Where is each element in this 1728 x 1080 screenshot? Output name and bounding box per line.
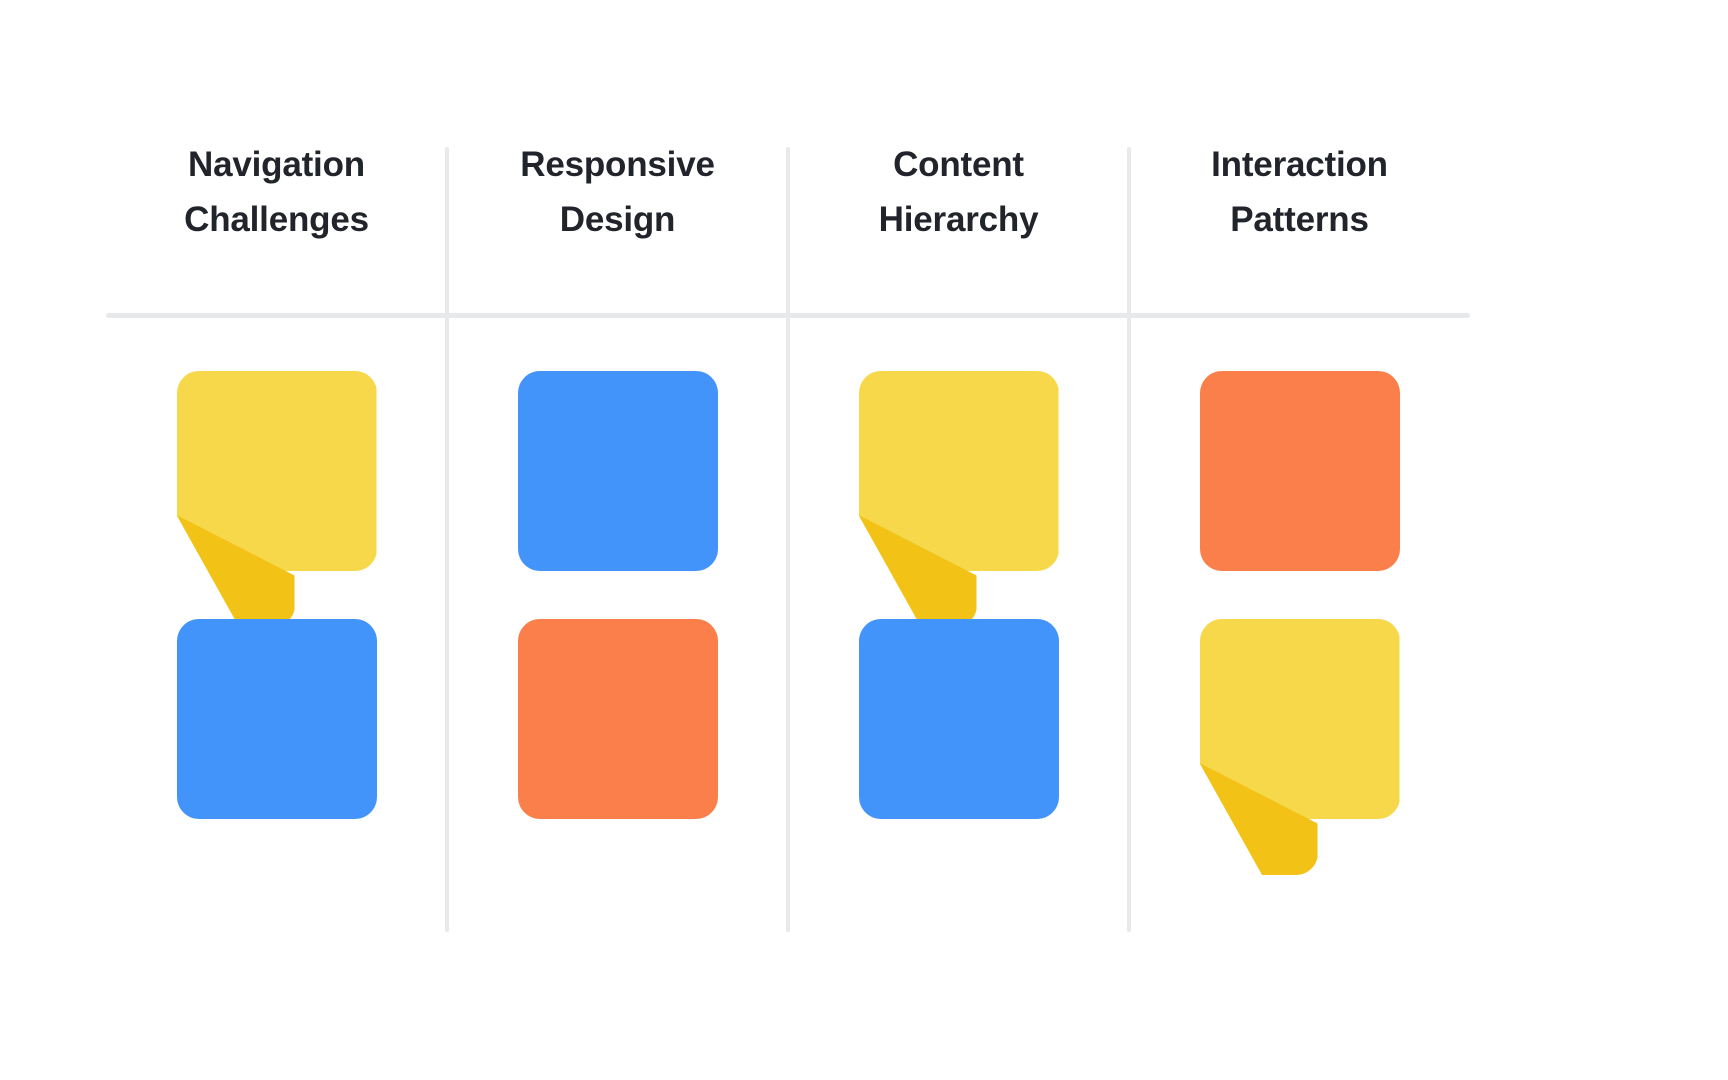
- note-label: [518, 619, 519, 620]
- note-label: [1200, 619, 1201, 620]
- note-label: [177, 619, 178, 620]
- note-label: [1200, 371, 1201, 372]
- column-header: Navigation Challenges: [106, 128, 447, 315]
- column-divider: [786, 147, 790, 932]
- note-label: [177, 371, 178, 372]
- sticky-note[interactable]: [176, 371, 377, 627]
- sticky-note[interactable]: [176, 619, 377, 819]
- sticky-note[interactable]: [1199, 619, 1400, 875]
- sticky-note[interactable]: [1199, 371, 1400, 571]
- note-label: [518, 371, 519, 372]
- column-title: Interaction Patterns: [1211, 145, 1388, 239]
- board-column-interaction-patterns: Interaction Patterns: [1127, 128, 1470, 938]
- column-grid: Navigation Challenges Responsive Design: [106, 128, 1470, 938]
- note-label: [859, 619, 860, 620]
- column-header: Content Hierarchy: [788, 128, 1129, 315]
- board-column-responsive-design: Responsive Design: [445, 128, 788, 938]
- column-divider: [445, 147, 449, 932]
- column-title: Navigation Challenges: [184, 145, 369, 239]
- column-header: Responsive Design: [447, 128, 788, 315]
- column-notes: [447, 315, 788, 819]
- column-notes: [788, 315, 1129, 819]
- column-header: Interaction Patterns: [1129, 128, 1470, 315]
- sticky-note[interactable]: [517, 371, 718, 571]
- sticky-note[interactable]: [858, 371, 1059, 627]
- column-divider: [1127, 147, 1131, 932]
- sticky-note[interactable]: [517, 619, 718, 819]
- board-column-navigation-challenges: Navigation Challenges: [106, 128, 447, 938]
- sticky-note[interactable]: [858, 619, 1059, 819]
- note-label: [859, 371, 860, 372]
- column-notes: [1129, 315, 1470, 875]
- column-title: Responsive Design: [520, 145, 715, 239]
- board-column-content-hierarchy: Content Hierarchy: [786, 128, 1129, 938]
- column-notes: [106, 315, 447, 819]
- column-title: Content Hierarchy: [878, 145, 1039, 239]
